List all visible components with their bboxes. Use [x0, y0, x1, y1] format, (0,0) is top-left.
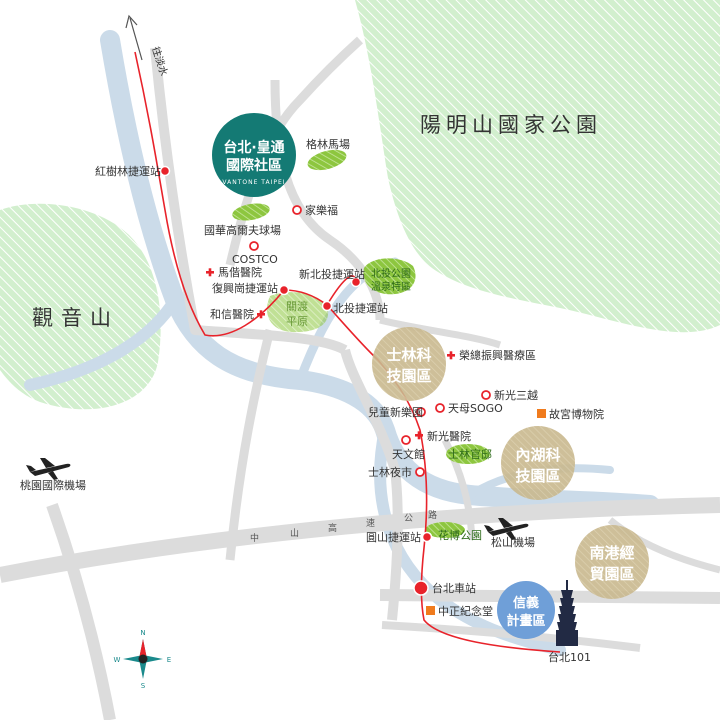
station-xinbeitou-dot — [350, 276, 362, 288]
mackay-cross-icon — [206, 268, 214, 277]
landmark-beitou-park-1: 北投公園 — [371, 267, 411, 280]
landmark-guohua-golf: 國華高爾夫球場 — [204, 223, 281, 237]
cks-memorial-square-icon — [426, 606, 435, 615]
landmark-taipei101: 台北101 — [548, 650, 591, 664]
veterans-cross-icon — [447, 351, 455, 360]
svg-text:E: E — [167, 656, 171, 664]
golf-park — [232, 203, 270, 221]
station-taipei-main-dot — [413, 580, 429, 596]
astronomy-ring — [401, 435, 411, 445]
landmark-veterans-hospital: 榮總振興醫療區 — [459, 348, 536, 362]
landmark-songshan-airport: 松山機場 — [491, 535, 535, 549]
zone-xinyi-1: 信義 — [513, 595, 539, 611]
landmark-beitou-park-2: 溫泉特區 — [371, 280, 411, 293]
landmark-taoyuan-airport: 桃園國際機場 — [20, 478, 86, 492]
brand-line1: 台北·皇通 — [223, 139, 284, 156]
landmark-astronomy: 天文館 — [392, 447, 425, 461]
landmark-cks-memorial: 中正紀念堂 — [438, 604, 493, 618]
neihu-tech-circle — [501, 426, 575, 500]
zone-nangang-1: 南港經 — [589, 544, 634, 562]
songshan-airplane-icon — [484, 518, 529, 540]
beitou-park-area — [363, 258, 416, 295]
shin-kong-hospital-cross-icon — [415, 431, 423, 440]
station-hongshulin-dot — [159, 165, 171, 177]
heshin-cross-icon — [257, 310, 265, 319]
landmark-shin-kong-mitsukoshi: 新光三越 — [494, 388, 538, 402]
svg-text:N: N — [140, 629, 145, 637]
brand-circle — [212, 113, 296, 197]
shilin-residence-park — [446, 444, 490, 464]
station-fuxinggang-dot — [278, 284, 290, 296]
zone-nangang-2: 貿園區 — [589, 565, 634, 583]
children-amusement-ring — [416, 407, 426, 417]
station-beitou-dot — [321, 300, 333, 312]
zone-xinyi-2: 計畫區 — [506, 613, 545, 629]
svg-text:路: 路 — [428, 509, 437, 521]
svg-text:公: 公 — [404, 513, 413, 524]
xinyi-circle — [497, 581, 555, 639]
landmark-palace-museum: 故宮博物院 — [549, 407, 604, 421]
flora-park-area — [425, 522, 465, 538]
poi-rings — [249, 205, 491, 477]
expressway-label: 中 山 高 速 公 路 — [250, 509, 437, 544]
tianmu-sogo-ring — [435, 403, 445, 413]
svg-text:速: 速 — [366, 518, 375, 529]
svg-text:S: S — [141, 682, 146, 690]
region-guanyinshan-label: 觀音山 — [32, 306, 119, 330]
gelin-horse-park — [307, 149, 347, 171]
landmark-tianmu-sogo: 天母SOGO — [448, 402, 503, 415]
landmark-gelin-horse: 格林馬場 — [306, 137, 350, 151]
shin-kong-mitsukoshi-ring — [481, 390, 491, 400]
compass-icon — [123, 639, 163, 679]
station-hongshulin-label: 紅樹林捷運站 — [95, 164, 161, 178]
station-taipei-main-label: 台北車站 — [432, 581, 476, 595]
landmark-shin-kong-hospital: 新光醫院 — [427, 429, 471, 443]
brand-line2: 國際社區 — [226, 157, 282, 174]
shilin-tech-circle — [372, 327, 446, 401]
svg-text:山: 山 — [290, 528, 299, 539]
station-yuanshan-label: 圓山捷運站 — [366, 530, 421, 544]
region-yangmingshan-label: 陽明山國家公園 — [420, 113, 602, 137]
landmark-flora-park: 花博公園 — [438, 529, 482, 542]
zone-shilin-1: 士林科 — [386, 346, 431, 364]
station-yuanshan-dot — [421, 531, 433, 543]
zone-neihu-2: 技園區 — [515, 467, 560, 485]
station-fuxinggang-label: 復興崗捷運站 — [212, 281, 278, 295]
nangang-circle — [575, 525, 649, 599]
station-beitou-label: 北投捷運站 — [333, 301, 388, 315]
guandu-plain-area — [266, 292, 329, 333]
zone-neihu-1: 內湖科 — [515, 446, 560, 464]
station-xinbeitou-label: 新北投捷運站 — [299, 267, 365, 281]
svg-text:W: W — [114, 656, 121, 664]
landmark-mackay: 馬偕醫院 — [218, 265, 262, 279]
taoyuan-airplane-icon — [26, 458, 71, 480]
hospital-crosses — [206, 268, 455, 440]
landmark-heshin: 和信醫院 — [210, 307, 254, 321]
zone-shilin-2: 技園區 — [386, 367, 431, 385]
taipei101-tower-icon — [556, 580, 578, 646]
landmark-shilin-residence: 士林官邸 — [448, 447, 492, 461]
landmark-guandu-1: 關渡 — [286, 299, 308, 313]
landmark-carrefour: 家樂福 — [305, 203, 338, 217]
metro-stations — [159, 165, 433, 596]
costco-ring — [249, 241, 259, 251]
landmark-shilin-market: 士林夜市 — [368, 465, 412, 479]
tamsui-arrow-icon — [125, 14, 143, 61]
compass-letters: N S E W — [114, 629, 172, 690]
palace-museum-square-icon — [537, 409, 546, 418]
svg-text:中: 中 — [250, 532, 259, 544]
shilin-market-ring — [415, 467, 425, 477]
landmark-costco: COSTCO — [232, 253, 278, 266]
expressway — [0, 497, 720, 583]
landmark-children-amusement: 兒童新樂園 — [368, 405, 423, 419]
svg-text:高: 高 — [328, 522, 337, 534]
landmark-guandu-2: 平原 — [286, 315, 308, 328]
yangmingshan-area — [355, 0, 720, 333]
brand-latin: VANTONE TAIPEI — [222, 179, 285, 186]
carrefour-ring — [292, 205, 302, 215]
